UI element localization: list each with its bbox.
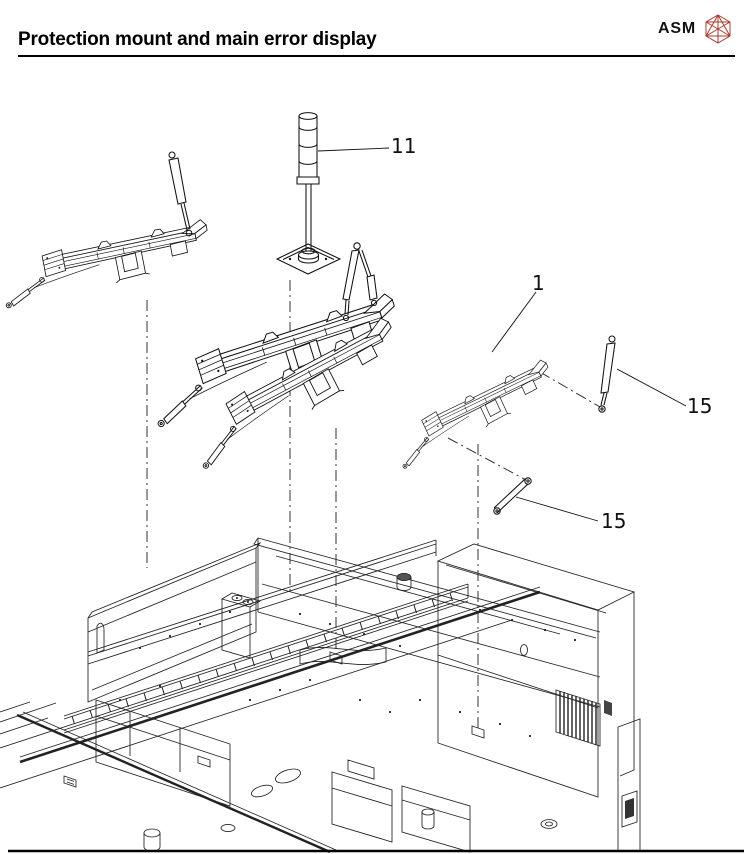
gas-springs-middle [342,242,378,322]
machine-base-drawing [0,537,744,854]
projection-line-to-gas-spring [539,371,601,408]
brand-name: ASM [658,20,696,37]
leader-lines [317,147,687,522]
brand-logo: ASM [658,13,733,45]
signal-tower [275,112,342,275]
leader-line-15-lower [515,496,599,522]
leader-line-11 [317,147,390,152]
leader-line-1 [491,291,537,353]
callout-1: 1 [532,271,545,295]
callout-11: 11 [391,134,416,158]
projection-lines [146,280,601,728]
gas-spring-left-mount [168,151,193,237]
mount-left [0,218,215,309]
page-title: Protection mount and main error display [18,29,377,50]
callout-15-lower: 15 [601,509,626,533]
callout-15-right: 15 [687,394,712,418]
gas-spring-15-lower [493,477,532,515]
leader-line-15-right [616,368,687,407]
gas-spring-15-right [598,335,616,413]
title-rule [18,55,735,57]
asm-hexagon-icon [705,14,731,44]
projection-line-to-strut [447,437,527,481]
